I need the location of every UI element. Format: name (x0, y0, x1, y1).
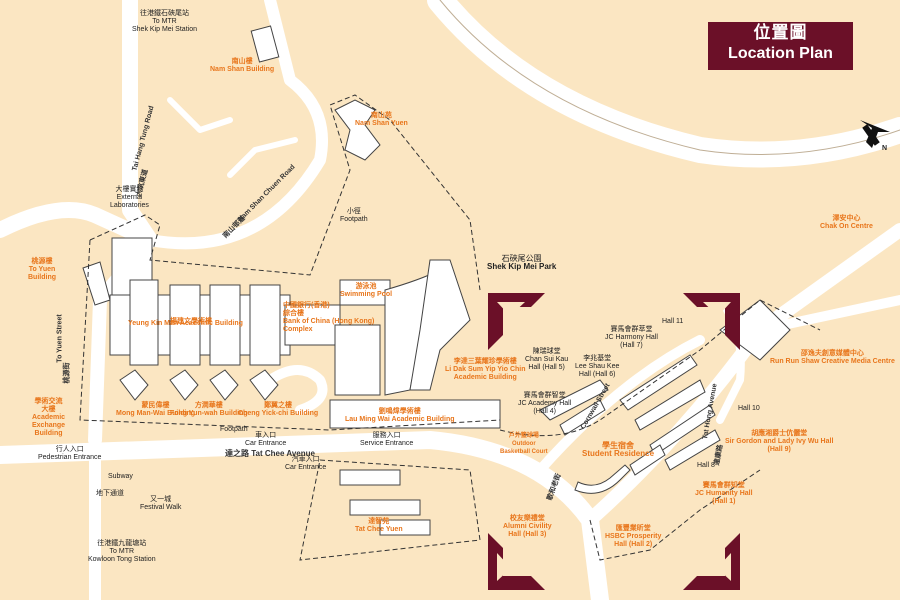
label-subway-zh: 地下通道 (96, 490, 124, 497)
label-jc-harmony: 賽馬會群萃堂 JC Harmony Hall (Hall 7) (605, 326, 658, 349)
label-footpath-lower: Footpath (220, 426, 248, 433)
compass-icon (860, 120, 890, 148)
map-title-en: Location Plan (728, 45, 833, 62)
label-skm-park: 石硤尾公園 Shek Kip Mei Park (487, 254, 557, 271)
label-sir-gordon: 胡應湘爵士伉儷堂 Sir Gordon and Lady Ivy Wu Hall… (725, 430, 834, 453)
label-pedestrian-entrance: 行人入口 Pedestrian Entrance (38, 446, 102, 461)
label-alumni-civility: 校友樂禮堂 Alumni Civility Hall (Hall 3) (503, 515, 552, 538)
road-to-yuen-zh: 桃源街 (63, 362, 71, 384)
road-tat-chee: 達之路 Tat Chee Avenue (225, 449, 315, 458)
road-to-yuen: To Yuen Street (56, 314, 64, 363)
label-swimming-pool: 游泳池 Swimming Pool (340, 283, 393, 298)
label-yeung-kin-man-full: Yeung Kin Man Academic Building (128, 320, 243, 327)
label-mtr-skm: 往港鐵石硤尾站 To MTR Shek Kip Mei Station (132, 10, 197, 33)
label-li-dak-sum: 李達三葉耀珍學術樓 Li Dak Sum Yip Yio Chin Academ… (445, 358, 526, 381)
label-run-run-shaw: 邵逸夫創意媒體中心 Run Run Shaw Creative Media Ce… (770, 350, 895, 365)
compass-north-label: N (882, 145, 888, 152)
label-jc-academy: 賽馬會群智堂 JC Academy Hall (Hall 4) (518, 392, 572, 415)
label-hall-10: Hall 10 (738, 405, 760, 412)
label-nam-shan-building: 南山樓 Nam Shan Building (210, 58, 275, 73)
label-lau-ming-wai: 劉鳴煒學術樓 Lau Ming Wai Academic Building (345, 408, 455, 423)
label-subway: Subway (108, 473, 133, 480)
label-external-labs: 大樓實驗 External Laboratories (110, 186, 149, 209)
label-hall-11: Hall 11 (662, 318, 684, 325)
label-hall-8: Hall 8 (697, 462, 715, 469)
label-nam-shan-yuen: 南山苑 Nam Shan Yuen (355, 112, 408, 127)
label-chan-sui-kau: 陳瑞球堂 Chan Sui Kau Hall (Hall 5) (525, 348, 569, 371)
campus-boundary (79, 94, 821, 561)
label-cheng-yick-chi: 鄭翼之樓 Cheng Yick-chi Building (238, 402, 319, 417)
label-boc-complex: 中國銀行(香港) 綜合樓 Bank of China (Hong Kong) C… (283, 302, 375, 333)
label-service-entrance: 服務入口 Service Entrance (360, 432, 414, 447)
label-festival-walk: 又一城 Festival Walk (140, 496, 182, 511)
corner-markers (488, 293, 740, 590)
label-outdoor-basketball: 戶外籃球場 Outdoor Basketball Court (500, 433, 548, 455)
buildings (82, 25, 791, 536)
label-hsbc-prosperity: 匯豐業昕堂 HSBC Prosperity Hall (Hall 2) (605, 525, 662, 548)
label-car-entrance-1: 車入口 Car Entrance (245, 432, 287, 447)
label-chak-on: 澤安中心 Chak On Centre (820, 215, 873, 230)
label-fong-yun-wah: 方潤華樓 Fong Yun-wah Building (170, 402, 248, 417)
label-yeung-kin-man: 楊建文學術樓 (170, 318, 212, 325)
label-student-residence: 學生宿舍 Student Residence (582, 441, 655, 458)
map-title-zh: 位置圖 (753, 23, 808, 42)
label-jc-humanity: 賽馬會群知堂 JC Humanity Hall (Hall 1) (695, 482, 753, 505)
label-mtr-kt: 往港鐵九龍塘站 To MTR Kowloon Tong Station (88, 540, 156, 563)
label-tat-chee-yuen: 達智苑 Tat Chee Yuen (355, 518, 403, 533)
map-title: 位置圖 Location Plan (708, 22, 853, 70)
label-to-yuen-building: 桃源樓 To Yuen Building (28, 258, 56, 281)
label-car-entrance-2: 汽車入口 Car Entrance (285, 456, 327, 471)
label-footpath-upper: 小徑 Footpath (340, 208, 368, 223)
label-lee-shau-kee: 李兆基堂 Lee Shau Kee Hall (Hall 6) (575, 355, 620, 378)
label-mong-man-wai: 蒙民偉樓 Mong Man-Wai Building (116, 402, 196, 417)
label-academic-exchange: 學術交流 大樓 Academic Exchange Building (32, 398, 66, 437)
